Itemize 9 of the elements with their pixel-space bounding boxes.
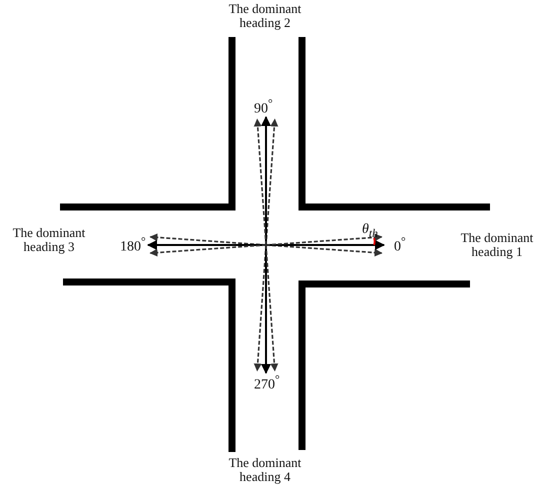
- heading-label: The dominant heading 2: [228, 2, 302, 31]
- heading-label: The dominant heading 4: [228, 456, 302, 485]
- heading-label: The dominant heading 1: [460, 231, 534, 260]
- heading-label: The dominant heading 3: [12, 226, 86, 255]
- angle-symbol: θ$_{th}$: [362, 222, 378, 241]
- angle-label: 90$^{°}$: [254, 98, 273, 118]
- angle-label: 270$^{°}$: [254, 374, 280, 394]
- angle-label: 180$^{°}$: [120, 236, 146, 256]
- angle-label: 0$^{°}$: [394, 236, 406, 256]
